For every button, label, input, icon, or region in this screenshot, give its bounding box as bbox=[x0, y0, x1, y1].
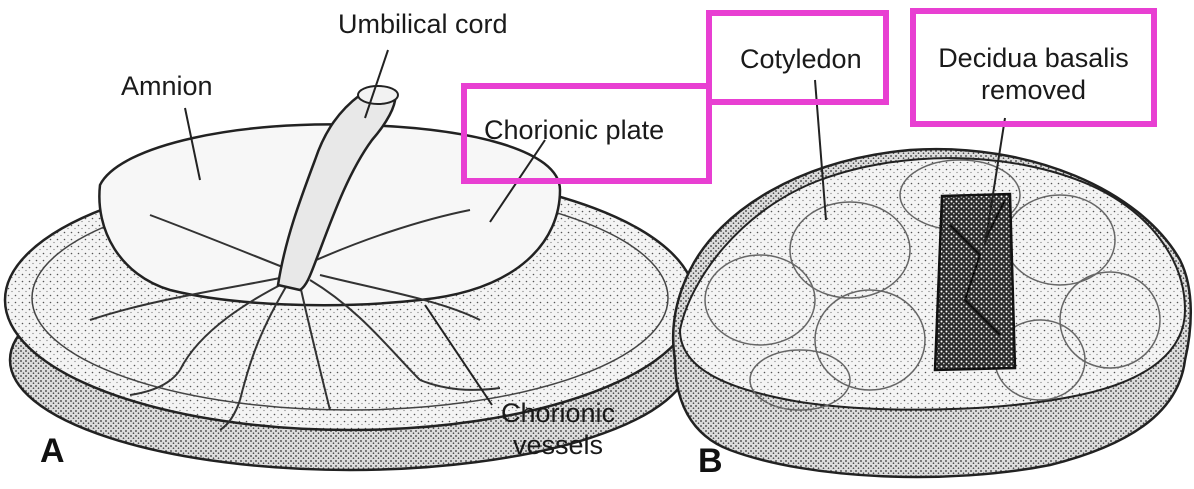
label-amnion: Amnion bbox=[121, 70, 213, 102]
panel-letter-a: A bbox=[40, 432, 65, 471]
label-chorionic-vessels-line1: Chorionic bbox=[488, 397, 628, 429]
label-decidua-line2: removed bbox=[916, 74, 1151, 106]
label-decidua-basalis: Decidua basalis removed bbox=[916, 42, 1151, 106]
label-chorionic-plate: Chorionic plate bbox=[484, 114, 664, 146]
label-decidua-line1: Decidua basalis bbox=[916, 42, 1151, 74]
decidua-removed-area bbox=[935, 194, 1015, 370]
panel-letter-b: B bbox=[698, 442, 723, 481]
label-umbilical-cord: Umbilical cord bbox=[338, 8, 508, 40]
placenta-maternal-surface bbox=[673, 149, 1191, 477]
label-chorionic-vessels-line2: vessels bbox=[488, 429, 628, 461]
label-chorionic-vessels: Chorionic vessels bbox=[488, 397, 628, 461]
label-cotyledon: Cotyledon bbox=[740, 43, 862, 75]
